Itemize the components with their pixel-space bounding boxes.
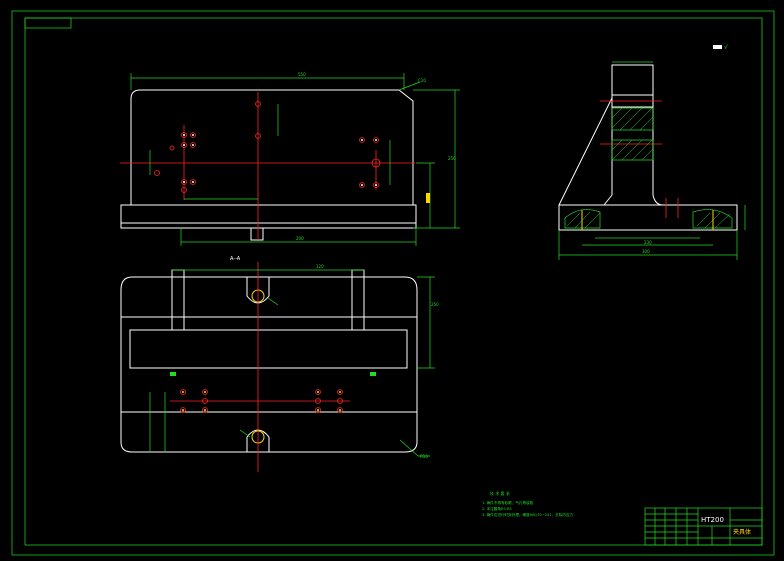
- dim-side-inner: 230: [644, 240, 652, 245]
- dim-plan-depth: 250: [431, 302, 439, 307]
- dim-top-offset: 200: [296, 236, 304, 241]
- roughness-symbol: √: [724, 44, 728, 51]
- plan-view: 120 250 R10: [120, 262, 439, 472]
- side-view: 300 230: [558, 61, 746, 260]
- section-label: A--A: [230, 256, 241, 262]
- dim-top-height: 250: [448, 156, 456, 161]
- material-label: HT200: [701, 516, 724, 524]
- title-block: HT200 夹具体: [644, 507, 763, 546]
- front-view: 550 C10 250 200: [120, 72, 460, 246]
- dim-top-length: 550: [298, 72, 306, 77]
- dim-corner-radius: R10: [420, 454, 428, 459]
- inner-border: [24, 17, 763, 546]
- dim-top-chamfer: C10: [418, 78, 426, 83]
- corner-code-box: [24, 17, 72, 29]
- roughness-mark: √: [713, 44, 728, 51]
- dim-side-width: 300: [642, 249, 650, 254]
- technical-notes: 技 术 要 求 1. 铸件不得有砂眼、气孔等缺陷 2. 未注圆角R3-R5 3.…: [482, 490, 574, 517]
- outer-border: [11, 10, 775, 556]
- note-2: 2. 未注圆角R3-R5: [482, 506, 512, 511]
- part-name: 夹具体: [733, 528, 751, 536]
- note-3: 3. 铸件应进行时效处理，硬度HB170~241，去除内应力: [482, 512, 574, 517]
- notes-title: 技 术 要 求: [490, 490, 510, 496]
- note-1: 1. 铸件不得有砂眼、气孔等缺陷: [482, 500, 534, 505]
- dim-hole-spacing: 120: [316, 264, 324, 269]
